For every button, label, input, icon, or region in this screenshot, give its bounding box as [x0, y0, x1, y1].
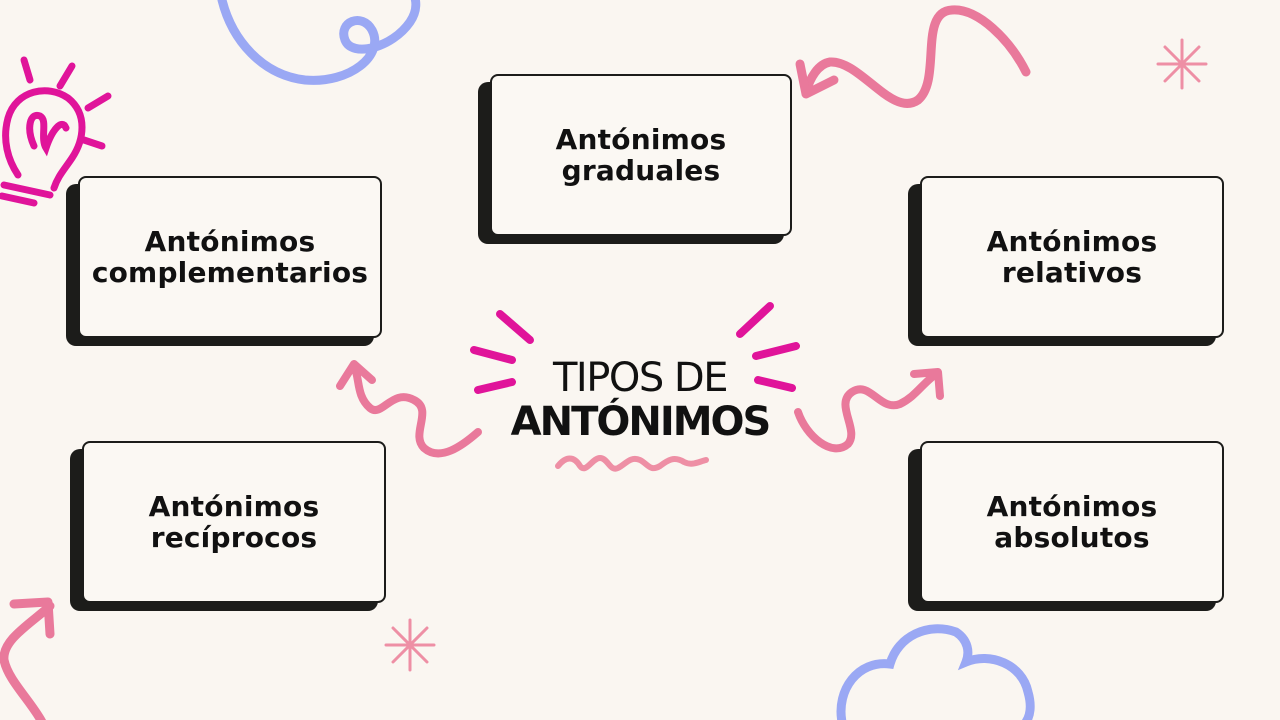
card-label-relativos: Antónimos relativos	[986, 225, 1158, 289]
card-antonimos-relativos: Antónimos relativos	[908, 176, 1226, 348]
card-label-graduales: Antónimos graduales	[555, 123, 727, 187]
squiggle-arrow-left	[336, 360, 482, 458]
diagram-title: TIPOS DE ANTÓNIMOS	[490, 356, 790, 444]
squiggle-arrow-right	[794, 368, 944, 453]
card-box: Antónimos relativos	[920, 176, 1224, 338]
cloud-doodle-bottom	[836, 624, 1035, 720]
squiggle-arrow-top-right	[795, 5, 1031, 108]
title-line-1: TIPOS DE	[552, 355, 729, 401]
card-antonimos-graduales: Antónimos graduales	[478, 74, 794, 246]
card-label-absolutos: Antónimos absolutos	[986, 490, 1158, 554]
title-underline	[555, 454, 709, 472]
squiggle-arrow-bottom-left	[0, 597, 55, 720]
card-label-complementarios: Antónimos complementarios	[91, 225, 369, 289]
card-box: Antónimos recíprocos	[82, 441, 386, 603]
card-antonimos-complementarios: Antónimos complementarios	[66, 176, 384, 348]
card-antonimos-absolutos: Antónimos absolutos	[908, 441, 1226, 613]
card-antonimos-reciprocos: Antónimos recíprocos	[70, 441, 388, 613]
card-label-reciprocos: Antónimos recíprocos	[148, 490, 320, 554]
card-box: Antónimos graduales	[490, 74, 792, 236]
card-box: Antónimos absolutos	[920, 441, 1224, 603]
cloud-doodle-top	[217, 0, 421, 85]
title-line-2: ANTÓNIMOS	[510, 399, 772, 445]
sparkle-star-bottom	[384, 618, 436, 672]
card-box: Antónimos complementarios	[78, 176, 382, 338]
sparkle-star-top	[1156, 38, 1208, 90]
lightbulb-icon	[0, 56, 112, 207]
burst-lines	[470, 302, 800, 394]
